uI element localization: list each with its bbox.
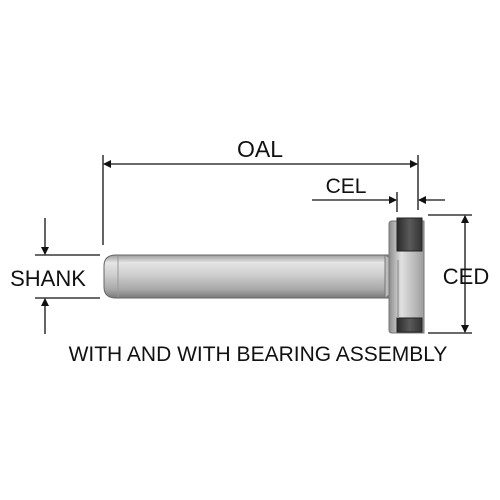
cel-label: CEL: [326, 175, 367, 198]
caption-text: WITH AND WITH BEARING ASSEMBLY: [69, 343, 448, 366]
oal-label: OAL: [237, 136, 283, 162]
dimension-lines: [35, 155, 472, 334]
carbide-tip-top: [396, 217, 423, 252]
ced-label: CED: [443, 264, 489, 289]
carbide-tip-bottom: [396, 317, 423, 333]
shank-body: [103, 254, 391, 299]
shank-label: SHANK: [10, 266, 86, 291]
router-bit: [103, 217, 425, 334]
